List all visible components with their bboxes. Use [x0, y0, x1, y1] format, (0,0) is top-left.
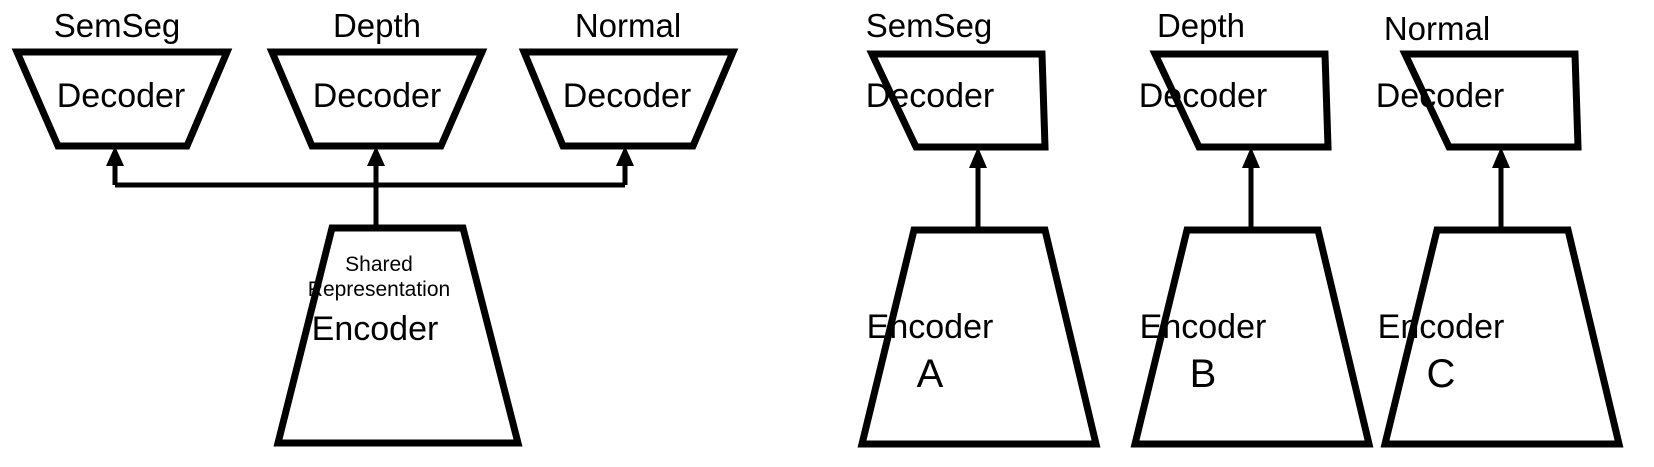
separate-decoder-label-normal: Decoder — [1375, 77, 1505, 115]
shared-task-title-semseg: SemSeg — [53, 7, 181, 44]
separate-encoder-a-shape — [857, 226, 1101, 448]
shared-task-title-normal: Normal — [574, 7, 682, 44]
separate-encoder-b-shape — [1130, 226, 1374, 448]
separate-decoder-depth-shape — [1149, 50, 1332, 151]
shared-encoder-caption-line1: Shared — [345, 253, 413, 276]
shared-encoder-caption-line2: Representation — [307, 278, 451, 301]
shared-arrowhead-normal — [616, 146, 634, 166]
shared-encoder-label: Encoder — [311, 310, 439, 348]
separate-decoder-label-semseg: Decoder — [865, 77, 995, 115]
separate-encoder-label-c: Encoder — [1377, 308, 1505, 346]
shared-decoder-label-depth: Decoder — [312, 77, 442, 115]
shared-decoder-normal-shape — [518, 48, 739, 150]
separate-connector-c — [1492, 147, 1510, 230]
separate-encoder-label-b: Encoder — [1139, 308, 1267, 346]
shared-encoder-shape — [273, 224, 523, 447]
separate-task-title-depth: Depth — [1156, 7, 1246, 44]
shared-arrowhead-semseg — [106, 146, 124, 166]
separate-encoder-letter-b: B — [1189, 352, 1217, 396]
separate-task-title-normal: Normal — [1383, 10, 1491, 47]
separate-encoder-letter-a: A — [916, 352, 944, 396]
separate-encoder-letter-c: C — [1426, 352, 1456, 396]
shared-decoder-semseg-shape — [11, 48, 233, 150]
separate-decoder-normal-shape — [1399, 50, 1582, 151]
shared-decoder-depth-shape — [266, 48, 488, 150]
shared-encoder-bus — [112, 160, 628, 228]
shared-decoder-label-semseg: Decoder — [56, 77, 186, 115]
separate-connector-a — [969, 147, 987, 230]
shared-arrowhead-depth — [367, 146, 385, 166]
separate-encoder-label-a: Encoder — [866, 308, 994, 346]
separate-decoder-label-depth: Decoder — [1138, 77, 1268, 115]
separate-decoder-semseg-shape — [866, 50, 1049, 151]
separate-encoder-c-shape — [1380, 226, 1624, 448]
separate-connector-b — [1242, 147, 1260, 230]
separate-task-title-semseg: SemSeg — [865, 7, 993, 44]
shared-decoder-label-normal: Decoder — [562, 77, 692, 115]
shared-task-title-depth: Depth — [332, 7, 422, 44]
